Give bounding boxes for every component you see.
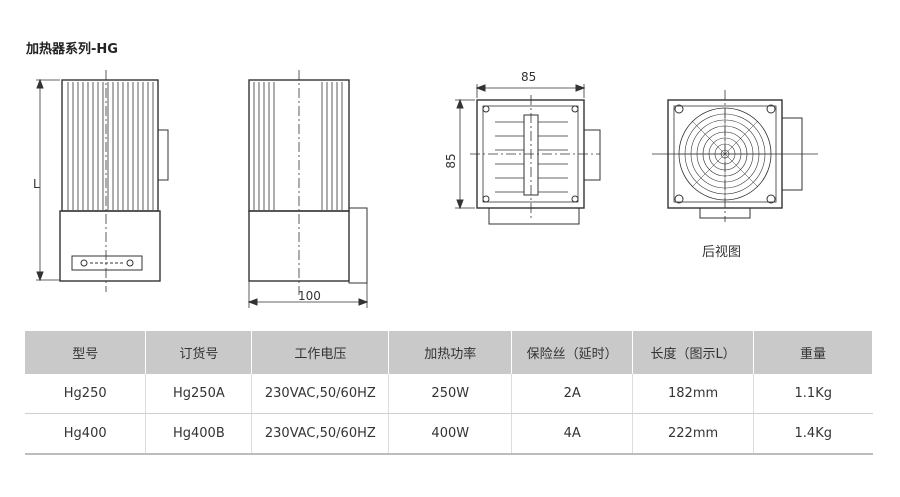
cell-order-number: Hg250A xyxy=(145,374,252,414)
header-length: 长度（图示L） xyxy=(632,331,755,374)
cell-fuse: 2A xyxy=(511,374,633,414)
header-weight: 重量 xyxy=(753,331,873,374)
cell-order-number: Hg400B xyxy=(145,413,252,455)
cell-power: 250W xyxy=(388,374,512,414)
page-title: 加热器系列-HG xyxy=(26,42,118,57)
spec-table: 型号 订货号 工作电压 加热功率 保险丝（延时） 长度（图示L） 重量 Hg25… xyxy=(25,331,873,455)
dim-height-label: 85 xyxy=(444,153,458,168)
cell-weight: 1.1Kg xyxy=(753,374,873,414)
cell-length: 182mm xyxy=(632,374,754,414)
technical-drawings: L 100 xyxy=(33,70,818,308)
header-model: 型号 xyxy=(25,331,147,374)
cell-power: 400W xyxy=(388,413,512,455)
rear-view-caption: 后视图 xyxy=(702,245,742,260)
header-voltage: 工作电压 xyxy=(251,331,390,374)
cell-voltage: 230VAC,50/60HZ xyxy=(251,374,389,414)
top-view-drawing xyxy=(455,84,601,225)
front-view-drawing xyxy=(36,70,169,292)
dim-width-label: 85 xyxy=(521,70,536,84)
header-fuse: 保险丝（延时） xyxy=(511,331,634,374)
table-header-row: 型号 订货号 工作电压 加热功率 保险丝（延时） 长度（图示L） 重量 xyxy=(25,331,873,374)
cell-model: Hg250 xyxy=(25,374,146,414)
cell-voltage: 230VAC,50/60HZ xyxy=(251,413,389,455)
dim-length-label: L xyxy=(33,177,40,191)
table-row: Hg400 Hg400B 230VAC,50/60HZ 400W 4A 222m… xyxy=(25,413,873,455)
table-row: Hg250 Hg250A 230VAC,50/60HZ 250W 2A 182m… xyxy=(25,374,873,414)
side-view-drawing xyxy=(247,70,369,308)
header-order-number: 订货号 xyxy=(145,331,253,374)
cell-fuse: 4A xyxy=(511,413,633,455)
rear-view-drawing xyxy=(652,90,818,222)
header-power: 加热功率 xyxy=(388,331,513,374)
dim-depth-label: 100 xyxy=(298,289,321,303)
cell-model: Hg400 xyxy=(25,413,146,455)
cell-weight: 1.4Kg xyxy=(753,413,873,455)
cell-length: 222mm xyxy=(632,413,754,455)
